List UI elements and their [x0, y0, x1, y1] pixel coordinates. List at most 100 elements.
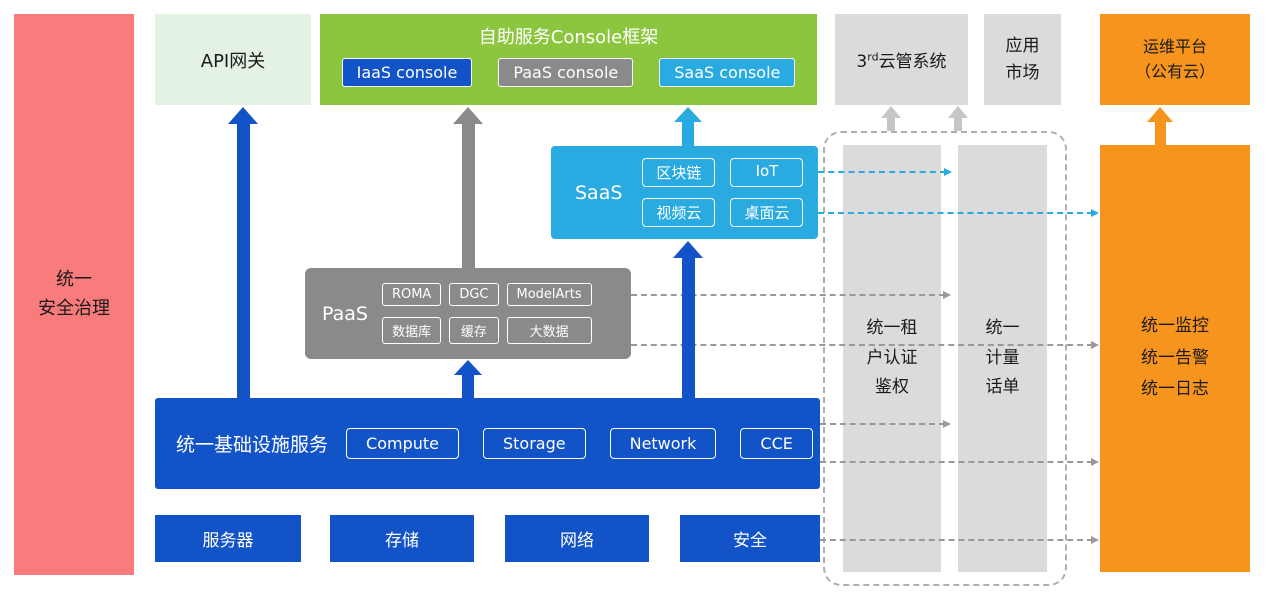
- arrow-infra-to-api-gateway: [228, 107, 258, 398]
- chip-storage: Storage: [482, 428, 586, 459]
- dash-arrow-paas-to-auth: [631, 290, 951, 300]
- paas-console-button: PaaS console: [498, 58, 634, 87]
- monitoring-alarm-log-label: 统一监控 统一告警 统一日志: [1141, 316, 1209, 400]
- dash-line: [820, 461, 1093, 463]
- arrow-head: [228, 107, 258, 124]
- chip-compute: Compute: [346, 428, 459, 459]
- dash-arrow-hardware-to-monitor: [820, 535, 1099, 545]
- arrow-shaft: [1154, 122, 1166, 145]
- console-frame-box: 自助服务Console框架 IaaS console PaaS console …: [320, 14, 817, 105]
- chip-desktop-cloud: 桌面云: [730, 198, 804, 227]
- hardware-server-box: 服务器: [155, 515, 301, 562]
- app-market-label: 应用 市场: [1005, 36, 1040, 83]
- chip-modelarts: ModelArts: [506, 283, 592, 306]
- arrow-infra-to-saas: [673, 241, 703, 398]
- hardware-security-label: 安全: [733, 531, 767, 551]
- chip-dgc: DGC: [449, 283, 499, 306]
- dash-line: [820, 539, 1093, 541]
- chip-blockchain: 区块链: [642, 158, 716, 187]
- dash-arrowhead: [943, 420, 951, 428]
- paas-layer-box: PaaS ROMA DGC ModelArts 数据库 缓存 大数据: [305, 268, 631, 359]
- dash-line: [631, 294, 945, 296]
- dash-arrow-saas-to-auth: [818, 167, 952, 177]
- arrow-shaft: [461, 124, 475, 268]
- third-cloud-num: 3: [856, 52, 868, 72]
- arrow-saas-to-console: [674, 107, 702, 146]
- api-gateway-box: API网关: [155, 14, 311, 105]
- hardware-security-box: 安全: [680, 515, 820, 562]
- arrow-infra-to-paas: [454, 360, 482, 398]
- chip-cache: 缓存: [449, 317, 499, 344]
- console-frame-title: 自助服务Console框架: [478, 27, 659, 48]
- dash-arrow-saas-to-monitor: [818, 208, 1099, 218]
- arrow-shaft: [236, 124, 250, 398]
- saas-chip-grid: 区块链 IoT 视频云 桌面云: [642, 158, 804, 227]
- arrow-shaft: [887, 118, 895, 131]
- third-cloud-sup: rd: [867, 50, 879, 64]
- third-cloud-rest: 云管系统: [878, 52, 947, 72]
- common-services-dashed-frame: [823, 131, 1067, 586]
- arrow-shaft: [954, 118, 962, 131]
- hardware-storage-box: 存储: [330, 515, 474, 562]
- metering-billing-bar: 统一 计量 话单: [958, 145, 1047, 572]
- infrastructure-chip-row: Compute Storage Network CCE: [346, 428, 813, 459]
- saas-layer-label: SaaS: [575, 181, 623, 204]
- chip-video-cloud: 视频云: [642, 198, 716, 227]
- paas-layer-label: PaaS: [322, 302, 368, 325]
- chip-roma: ROMA: [381, 283, 442, 306]
- arrow-shaft: [462, 375, 474, 398]
- dash-arrow-infra-to-monitor: [820, 457, 1099, 467]
- hardware-server-label: 服务器: [202, 531, 254, 551]
- app-market-box: 应用 市场: [984, 14, 1061, 105]
- arrow-head: [948, 106, 968, 118]
- dash-line: [631, 344, 1093, 346]
- chip-network: Network: [609, 428, 717, 459]
- arrow-head: [453, 107, 483, 124]
- arrow-head: [881, 106, 901, 118]
- arrow-paas-to-console: [453, 107, 483, 268]
- tenant-auth-label: 统一租 户认证 鉴权: [866, 317, 918, 398]
- dash-arrowhead: [1091, 341, 1099, 349]
- dash-arrowhead: [1091, 209, 1099, 217]
- saas-layer-box: SaaS 区块链 IoT 视频云 桌面云: [551, 146, 818, 239]
- ops-platform-box: 运维平台 （公有云）: [1100, 14, 1250, 105]
- dash-arrowhead: [1091, 536, 1099, 544]
- dash-arrowhead: [1091, 458, 1099, 466]
- dash-line: [820, 423, 945, 425]
- saas-console-button: SaaS console: [659, 58, 796, 87]
- arrow-head: [1147, 107, 1173, 122]
- arrow-head: [673, 241, 703, 258]
- arrow-shaft: [682, 122, 694, 146]
- arrow-head: [674, 107, 702, 122]
- arrow-monitor-to-ops-platform: [1147, 107, 1173, 145]
- hardware-network-label: 网络: [560, 531, 594, 551]
- chip-bigdata: 大数据: [506, 317, 592, 344]
- dash-line: [818, 171, 946, 173]
- chip-cce: CCE: [740, 428, 813, 459]
- arrow-shaft: [681, 258, 695, 398]
- third-cloud-mgmt-box: 3rd云管系统: [835, 14, 968, 105]
- third-cloud-label: 3rd云管系统: [856, 47, 946, 72]
- ops-platform-label: 运维平台 （公有云）: [1134, 36, 1215, 81]
- arrow-head: [454, 360, 482, 375]
- tenant-auth-bar: 统一租 户认证 鉴权: [843, 145, 941, 572]
- dash-arrowhead: [944, 168, 952, 176]
- hardware-storage-label: 存储: [385, 531, 419, 551]
- chip-iot: IoT: [730, 158, 804, 187]
- hardware-network-box: 网络: [505, 515, 649, 562]
- dash-arrow-infra-to-auth: [820, 419, 951, 429]
- security-governance-bar: 统一 安全治理: [14, 14, 134, 575]
- paas-chip-grid: ROMA DGC ModelArts 数据库 缓存 大数据: [381, 283, 592, 344]
- metering-billing-label: 统一 计量 话单: [985, 317, 1020, 398]
- iaas-console-button: IaaS console: [341, 58, 473, 87]
- console-buttons-row: IaaS console PaaS console SaaS console: [320, 58, 817, 87]
- security-governance-label: 统一 安全治理: [38, 268, 110, 319]
- dash-arrowhead: [943, 291, 951, 299]
- infrastructure-layer-box: 统一基础设施服务 Compute Storage Network CCE: [155, 398, 820, 489]
- arrow-metering-to-third-cloud: [948, 106, 968, 131]
- api-gateway-label: API网关: [200, 50, 266, 72]
- dash-line: [818, 212, 1093, 214]
- dash-arrow-paas-to-monitor: [631, 340, 1099, 350]
- arrow-auth-to-third-cloud: [881, 106, 901, 131]
